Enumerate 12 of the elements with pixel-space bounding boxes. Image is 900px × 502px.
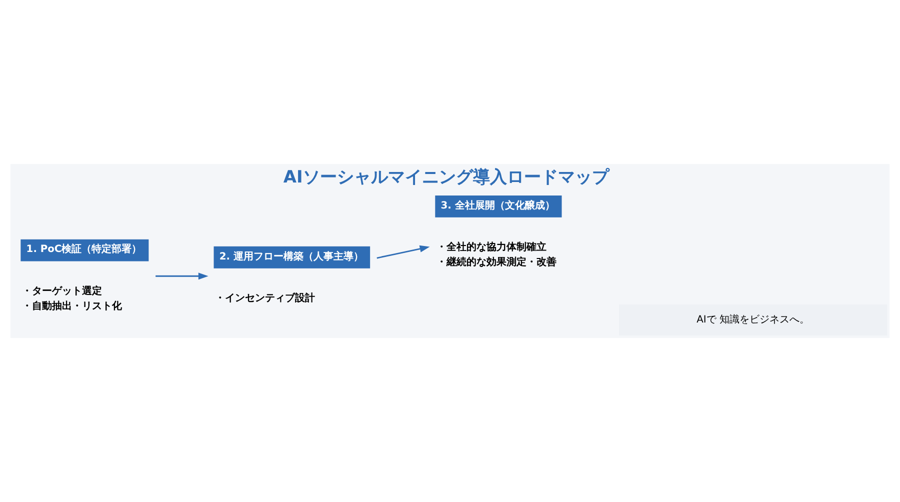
node-label: ・継続的な効果測定・改善: [436, 256, 557, 268]
node-box: 3. 全社展開（文化醸成）: [435, 195, 562, 218]
node-label: ・インセンティブ設計: [215, 293, 316, 304]
node-label: ・ターゲット選定: [22, 286, 102, 297]
arrow: [376, 245, 430, 259]
node-label: ・全社的な協力体制確立: [436, 242, 547, 254]
node-label: ・自動抽出・リスト化: [22, 300, 122, 312]
diagram-title: AIソーシャルマイニング導入ロードマップ: [283, 168, 609, 188]
arrow: [156, 272, 208, 280]
node-box: 2. 運用フロー構築（人事主導）: [214, 246, 370, 268]
label: AIで 知識をビジネスへ。: [696, 314, 810, 326]
node-box: 1. PoC検証（特定部署）: [20, 239, 149, 262]
